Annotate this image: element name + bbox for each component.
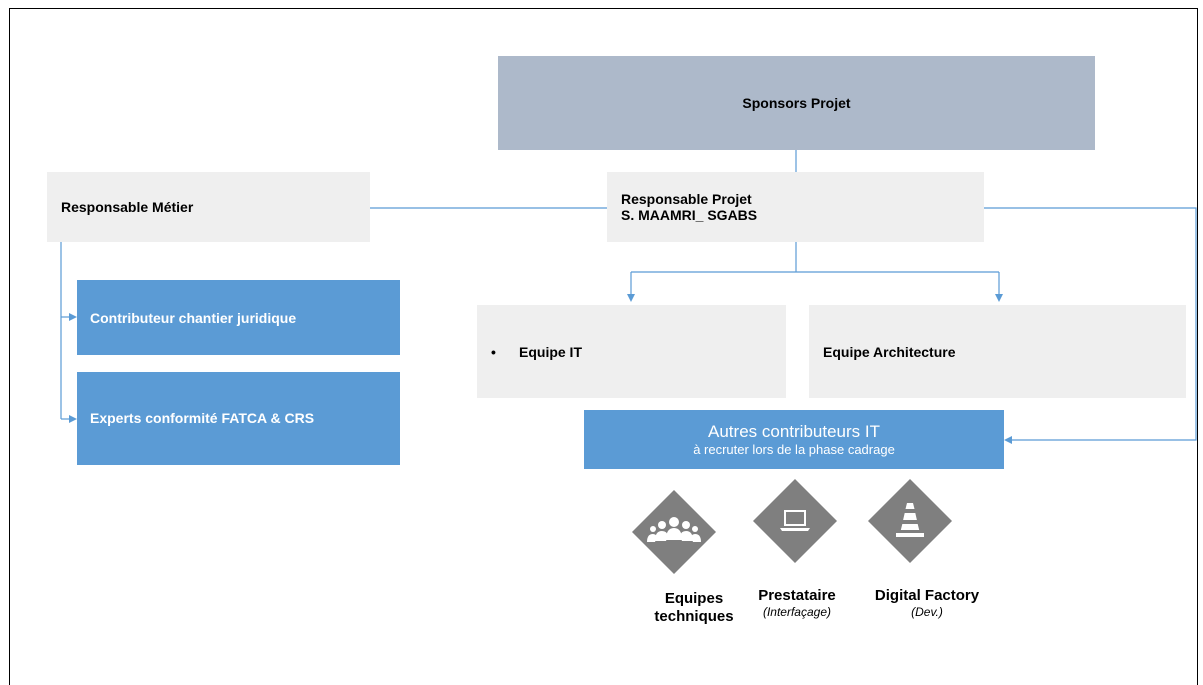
team-icon bbox=[630, 488, 718, 576]
resource-prestataire-name: Prestataire bbox=[758, 587, 836, 604]
autres-contributeurs-title: Autres contributeurs IT bbox=[708, 422, 880, 441]
sponsors-projet-box: Sponsors Projet bbox=[498, 56, 1095, 150]
autres-contributeurs-box: Autres contributeurs IT à recruter lors … bbox=[584, 410, 1004, 469]
resource-digital-factory-caption: Digital Factory (Dev.) bbox=[857, 587, 997, 619]
equipe-architecture-box: Equipe Architecture bbox=[809, 305, 1186, 398]
resource-equipes-name-2: techniques bbox=[654, 608, 734, 625]
resource-prestataire-caption: Prestataire (Interfaçage) bbox=[747, 587, 847, 619]
autres-contributeurs-subtitle: à recruter lors de la phase cadrage bbox=[693, 442, 895, 457]
responsable-projet-title: Responsable Projet bbox=[621, 191, 752, 207]
resource-equipes-name-1: Equipes bbox=[664, 590, 724, 607]
laptop-icon bbox=[751, 477, 839, 565]
traffic-cone-icon bbox=[866, 477, 954, 565]
equipe-it-bullet: • bbox=[491, 343, 496, 360]
experts-conformite-box: Experts conformité FATCA & CRS bbox=[77, 372, 400, 465]
arrow-autres bbox=[984, 207, 1197, 444]
sponsors-projet-label: Sponsors Projet bbox=[742, 95, 851, 111]
responsable-projet-person: S. MAAMRI_ SGABS bbox=[621, 207, 758, 223]
contributeur-juridique-box: Contributeur chantier juridique bbox=[77, 280, 400, 355]
equipe-architecture-label: Equipe Architecture bbox=[823, 343, 956, 360]
responsable-projet-box: Responsable Projet S. MAAMRI_ SGABS bbox=[607, 172, 984, 242]
equipe-it-label: Equipe IT bbox=[519, 343, 582, 360]
equipe-it-box: • Equipe IT bbox=[477, 305, 786, 398]
responsable-metier-label: Responsable Métier bbox=[61, 199, 194, 215]
contributeur-juridique-label: Contributeur chantier juridique bbox=[90, 309, 297, 326]
resource-equipes-caption: Equipes techniques bbox=[634, 590, 754, 626]
resource-prestataire-detail: (Interfaçage) bbox=[762, 605, 832, 619]
resource-digital-factory-name: Digital Factory bbox=[874, 587, 980, 604]
experts-conformite-label: Experts conformité FATCA & CRS bbox=[90, 410, 315, 426]
diagram-frame bbox=[9, 8, 1198, 685]
responsable-metier-box: Responsable Métier bbox=[47, 172, 370, 242]
resource-digital-factory-detail: (Dev.) bbox=[911, 605, 943, 619]
